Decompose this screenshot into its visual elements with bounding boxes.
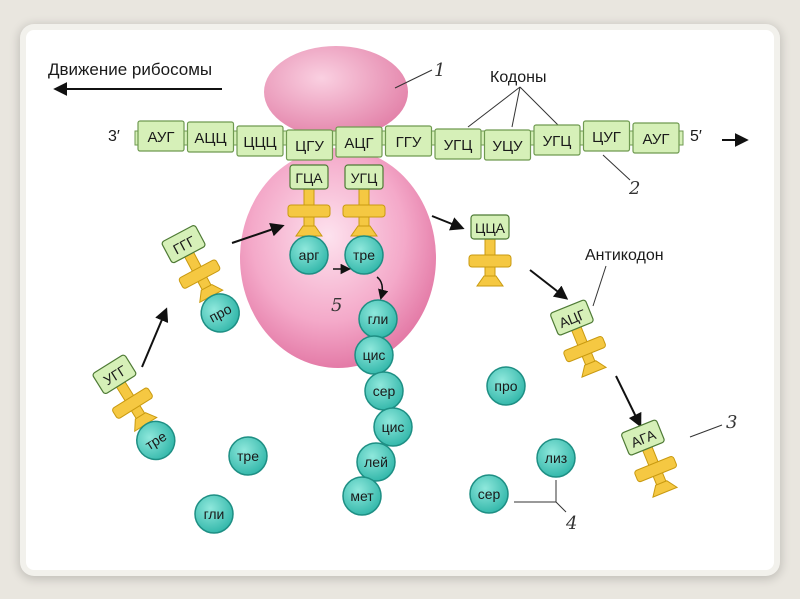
codon-label: АУГ [643,131,670,148]
amino-acid-label: лиз [545,450,567,466]
label-2-line [602,154,631,181]
anticodon-box [92,354,137,395]
label-1-line [394,69,433,89]
mrna-codon: ЦГУ [285,129,334,161]
ribosome-small-subunit [264,46,408,138]
free-amino-acid: гли [194,494,234,534]
ribosome-large-subunit [240,148,436,368]
label-3-line [689,424,723,438]
mrna-codon: АЦГ [335,126,383,158]
codon-label: АУГ [148,129,175,146]
codon-label: УГЦ [543,133,572,150]
label-4: 4 [565,513,577,534]
trna-anticodon: УГЦ [351,170,378,186]
amino-acid-label: гли [368,311,389,327]
amino-acid-label: арг [299,247,320,263]
amino-acid-label: тре [353,247,375,263]
anticodon-box [621,419,665,456]
codon-label: УГЦ [444,137,473,154]
trna-molecule: ЦЦА [468,214,512,287]
mrna-codon: УГЦ [434,128,482,160]
amino-acid-label: сер [478,486,501,502]
amino-acid-label: цис [363,347,386,363]
trna-molecule: ГЦА арг [287,164,331,275]
anticodon-box [344,164,384,190]
mrna-codon: АУГ [137,120,185,152]
mrna-codon: УГЦ [533,124,581,156]
mrna-codon: ГГУ [384,125,433,157]
codon-label: ЦЦЦ [243,134,276,151]
mrna-codon: УЦУ [483,129,532,161]
anticodon-box [470,214,510,240]
anticodon-box [289,164,329,190]
anticodon-pointer [592,265,607,307]
label-3: 3 [726,412,737,433]
mrna-5-end: 5′ [690,128,702,145]
ribosome-movement-label: Движение рибосомы [48,60,212,79]
anticodon-box [550,299,594,336]
arrow-ribosome-to-cca [431,215,465,231]
process-arrows [141,215,642,428]
free-amino-acid: тре [228,436,268,476]
free-amino-acid: лиз [536,438,576,478]
codon-label: АЦГ [344,135,373,152]
amino-acid-label: сер [373,383,396,399]
amino-acid-label: про [494,378,517,394]
mrna-strand: 3′ АУГ АЦЦ ЦЦЦ ЦГУ АЦГ ГГУ УГЦ УЦУ УГЦ ЦУГ АУГ 5′ [108,120,749,161]
anticodon-box [161,225,206,264]
amino-acid-label: гли [204,506,225,522]
peptide-chain-residue: гли [358,299,398,339]
codon-label: ЦГУ [295,138,324,155]
label-4-lines [514,480,567,513]
bound-amino-acid: тре [344,235,384,275]
anticodon-label: Антикодон [585,247,664,264]
arrow-ggg-to-ribosome [231,222,285,244]
free-amino-acid: про [486,366,526,406]
trna-anticodon: ЦЦА [475,220,506,236]
codon-label: ГГУ [396,134,422,151]
trna-molecule: АГА [621,419,679,498]
codon-label: ЦУГ [592,129,621,146]
peptide-chain-residue: цис [373,407,413,447]
label-1: 1 [434,60,445,81]
trna-anticodon: ГЦА [295,170,323,186]
peptide-chain-residue: мет [342,476,382,516]
amino-acid-label: тре [237,448,259,464]
peptide-chain-residue: сер [364,371,404,411]
label-5: 5 [331,295,342,316]
arrow-utg-to-ggg [141,307,169,368]
bound-amino-acid: арг [289,235,329,275]
mrna-codon: ЦУГ [582,120,631,152]
codon-label: АЦЦ [194,130,226,147]
arrow-acg-to-aga [615,375,642,428]
arrow-cca-to-acg [529,269,569,300]
chain-link-arrow [376,276,389,301]
ribosome [240,46,436,368]
bound-amino-acid: про [200,293,240,333]
trna-molecule: АЦГ [550,299,608,378]
mrna-codon: ЦЦЦ [236,125,284,157]
codons-label: Кодоны [490,69,546,86]
trna-molecule: УГЦ тре [342,164,386,275]
mrna-codon: АУГ [632,122,680,154]
amino-acid-label: лей [364,454,388,470]
mrna-codon: АЦЦ [186,121,235,153]
peptide-chain-residue: цис [354,335,394,375]
amino-acid-label: мет [350,488,374,504]
peptide-chain-residue: лей [356,442,396,482]
mrna-3-end: 3′ [108,128,120,145]
amino-acid-label: цис [382,419,405,435]
bound-amino-acid: тре [136,420,176,461]
free-amino-acid: сер [469,474,509,514]
codons-pointer-lines [467,86,561,128]
label-2: 2 [628,178,640,199]
codon-label: УЦУ [492,138,523,155]
